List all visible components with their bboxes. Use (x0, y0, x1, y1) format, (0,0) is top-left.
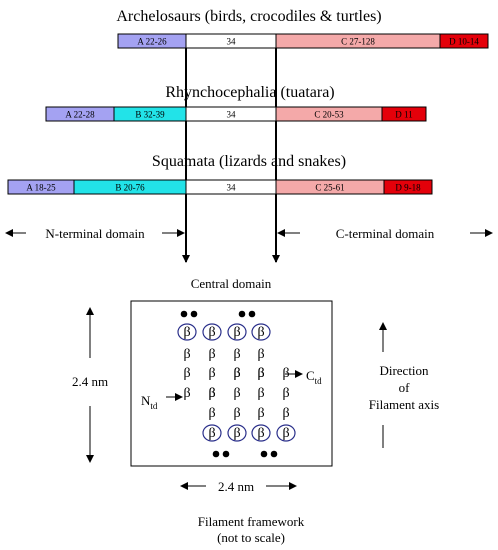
beta-highlight-ring (177, 323, 197, 341)
terminal-dot (212, 450, 220, 458)
archelosaurs-segment-central-label: 34 (227, 37, 237, 47)
height-label: 2.4 nm (72, 374, 108, 389)
terminal-dot (260, 450, 268, 458)
squamata-segment-c-label: C 25-61 (315, 183, 344, 193)
rhynchocephalia-segment-central-label: 34 (227, 110, 237, 120)
rhynchocephalia-segment-d-label: D 11 (395, 110, 412, 120)
beta-highlight-ring (276, 424, 296, 442)
beta-symbol: β (183, 386, 190, 401)
beta-symbol: β (282, 406, 289, 421)
squamata-segment-a-label: A 18-25 (26, 183, 56, 193)
beta-symbol: β (233, 366, 240, 381)
rhynchocephalia-title: Rhynchocephalia (tuatara) (165, 84, 334, 101)
archelosaurs-segment-d (439, 33, 489, 49)
squamata-segment-d (383, 179, 433, 195)
terminal-dot (222, 450, 230, 458)
beta-symbol: β (257, 366, 264, 381)
beta-symbol: β (233, 406, 240, 421)
terminal-dot (180, 310, 188, 318)
beta-symbol: β (233, 366, 240, 381)
beta-highlight-ring (251, 424, 271, 442)
terminal-dot (238, 310, 246, 318)
archelosaurs-segment-a-label: A 22-26 (137, 37, 167, 47)
beta-symbol: β (208, 325, 215, 340)
direction-line-2: of (399, 380, 411, 395)
beta-symbol: β (282, 386, 289, 401)
beta-symbol: β (208, 366, 215, 381)
archelosaurs-title: Archelosaurs (birds, crocodiles & turtle… (116, 8, 381, 25)
beta-symbol: β (208, 426, 215, 441)
beta-symbol: β (208, 386, 215, 401)
beta-symbol: β (208, 386, 215, 401)
beta-highlight-ring (227, 424, 247, 442)
beta-symbol: β (257, 347, 264, 362)
rhynchocephalia-segment-b-label: B 32-39 (135, 110, 165, 120)
width-label: 2.4 nm (218, 479, 254, 494)
beta-symbol: β (257, 386, 264, 401)
beta-symbol: β (282, 426, 289, 441)
terminal-dot (270, 450, 278, 458)
beta-symbol: β (233, 386, 240, 401)
caption-line-1: Filament framework (198, 514, 305, 529)
terminal-dots (180, 310, 278, 458)
n-td-label: Ntd (141, 393, 158, 411)
squamata-segment-d-label: D 9-18 (395, 183, 421, 193)
c-td-label: Ctd (306, 368, 322, 386)
beta-symbol: β (183, 347, 190, 362)
beta-symbol: β (208, 406, 215, 421)
direction-line-1: Direction (379, 363, 429, 378)
archelosaurs-bar: A 22-26 34 C 27-128 D 10-14 (117, 33, 489, 49)
squamata-title: Squamata (lizards and snakes) (152, 153, 346, 170)
terminal-dot (248, 310, 256, 318)
direction-line-3: Filament axis (369, 397, 439, 412)
beta-symbol: β (257, 366, 264, 381)
beta-highlight-ring (227, 323, 247, 341)
beta-symbol: β (183, 366, 190, 381)
caption-line-2: (not to scale) (217, 530, 285, 545)
n-terminal-label: N-terminal domain (45, 226, 145, 241)
archelosaurs-segment-c-label: C 27-128 (341, 37, 375, 47)
beta-symbol: β (233, 426, 240, 441)
beta-symbol: β (233, 325, 240, 340)
squamata-segment-central-label: 34 (227, 183, 237, 193)
archelosaurs-segment-d-label: D 10-14 (449, 37, 479, 47)
beta-symbol: β (208, 347, 215, 362)
filament-framework-box (130, 300, 333, 467)
beta-highlight-ring (202, 323, 222, 341)
squamata-segment-b-label: B 20-76 (115, 183, 145, 193)
beta-symbol: β (257, 406, 264, 421)
rhynchocephalia-segment-c-label: C 20-53 (314, 110, 344, 120)
beta-symbol: β (282, 366, 289, 381)
terminal-dot (190, 310, 198, 318)
beta-highlight-ring (202, 424, 222, 442)
beta-symbol: β (183, 325, 190, 340)
beta-highlight-ring (251, 323, 271, 341)
beta-symbol: β (257, 325, 264, 340)
central-domain-label: Central domain (191, 276, 272, 291)
rhynchocephalia-segment-d (381, 106, 427, 122)
beta-symbol: β (257, 426, 264, 441)
rhynchocephalia-segment-a-label: A 22-28 (65, 110, 95, 120)
beta-symbol: β (233, 347, 240, 362)
rhynchocephalia-bar: A 22-28 B 32-39 34 C 20-53 D 11 (45, 106, 427, 122)
squamata-bar: A 18-25 B 20-76 34 C 25-61 D 9-18 (7, 179, 433, 195)
c-terminal-label: C-terminal domain (336, 226, 435, 241)
